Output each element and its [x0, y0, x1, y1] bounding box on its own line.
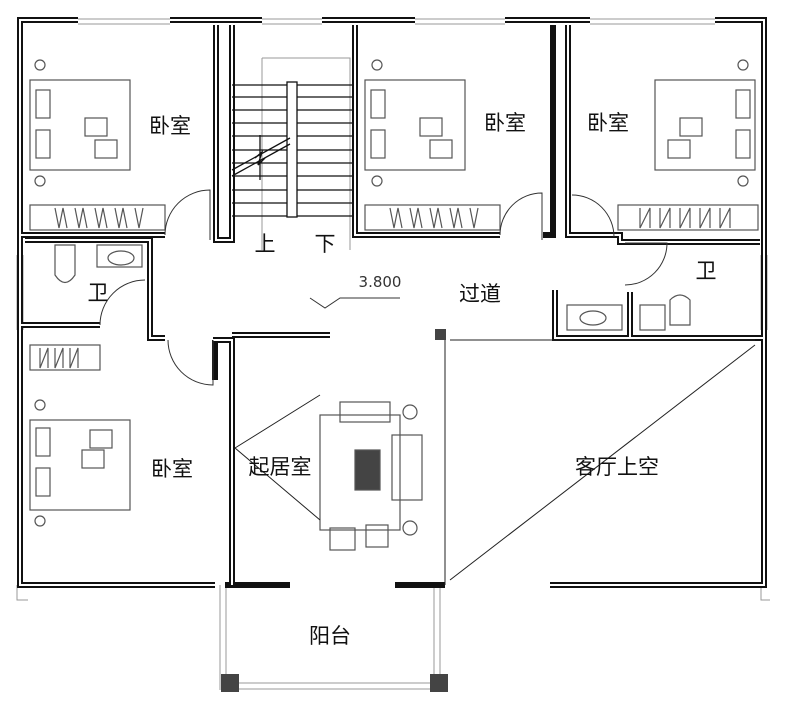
room-label: 卧室: [149, 114, 191, 138]
elevation-label: 3.800: [358, 273, 402, 291]
room-label: 起居室: [248, 455, 312, 479]
column: [430, 674, 448, 692]
column: [221, 674, 239, 692]
stair-up-label: 上: [254, 232, 276, 256]
room-label: 客厅上空: [575, 455, 659, 479]
stair-down-label: 下: [314, 232, 336, 256]
column: [435, 329, 446, 340]
stair: [231, 81, 352, 218]
room-label: 过道: [459, 282, 501, 306]
room-label: 卧室: [151, 457, 193, 481]
furniture: [29, 59, 759, 551]
void-lines: [234, 339, 756, 585]
room-label: 卫: [695, 259, 717, 283]
room-label: 阳台: [309, 624, 351, 648]
room-label: 卧室: [484, 111, 526, 135]
wall-inner: [19, 19, 765, 586]
doors: [99, 189, 668, 386]
room-label: 卫: [87, 281, 109, 305]
room-label: 卧室: [587, 111, 629, 135]
columns: [221, 329, 448, 692]
